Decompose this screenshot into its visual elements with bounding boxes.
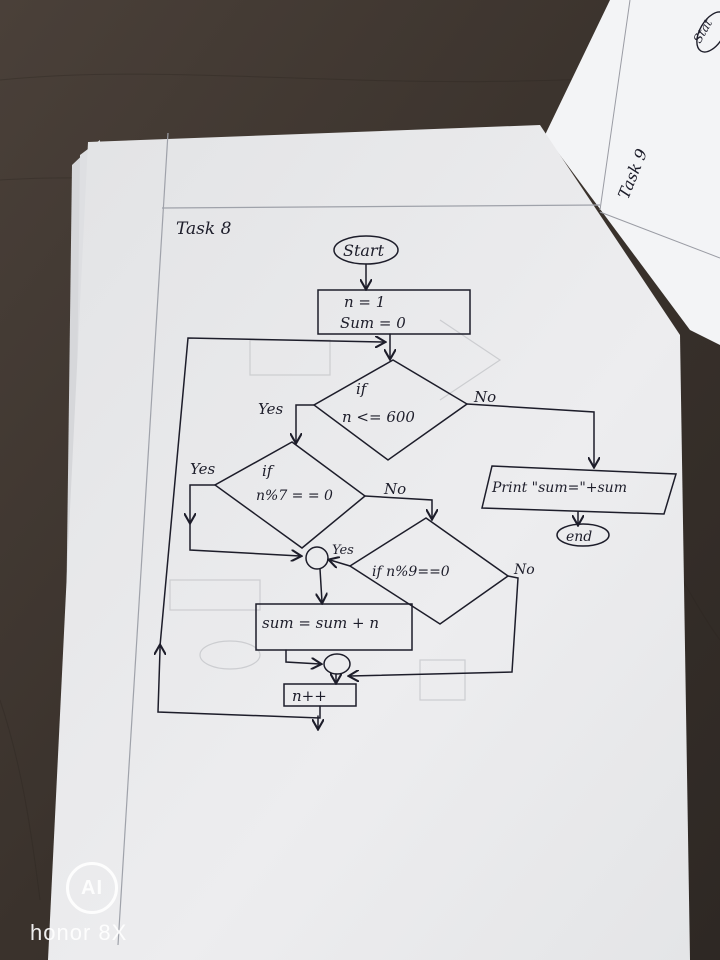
cond1-if: if xyxy=(356,380,369,398)
cond3-no: No xyxy=(513,562,535,578)
side-page: Task 9 Stat xyxy=(545,0,720,345)
print-output-box xyxy=(481,465,677,515)
cond1-yes: Yes xyxy=(258,400,283,418)
paper-sheet xyxy=(48,125,690,960)
watermark-brand: honor 8X xyxy=(30,920,128,945)
task-title: Task 8 xyxy=(176,219,232,239)
arrow-cond2-no xyxy=(364,495,432,518)
ai-logo-icon: AI xyxy=(66,862,118,914)
end-terminal xyxy=(556,523,610,547)
cond2-expr: n%7 = = 0 xyxy=(256,488,333,504)
increment-text: n++ xyxy=(292,687,327,705)
arrow-sum-to-junction xyxy=(285,649,320,664)
cond1-expr: n <= 600 xyxy=(342,408,415,426)
cond3-expr: if n%9==0 xyxy=(372,564,450,580)
print-text: Print "sum="+sum xyxy=(491,480,627,496)
init-process-box xyxy=(317,289,471,335)
flowchart xyxy=(157,235,677,728)
arrow-cond2-yes xyxy=(190,484,216,522)
loop-top-line xyxy=(159,338,384,647)
line-cond2-yes-to-junction xyxy=(189,521,300,556)
cond2-no: No xyxy=(383,480,406,498)
arrow-cond3-no xyxy=(350,575,519,676)
arrow-junction-to-sum xyxy=(320,568,322,602)
cond2-if: if xyxy=(262,462,275,480)
cond2-yes: Yes xyxy=(190,460,215,478)
decision-n-mod-9 xyxy=(348,517,510,625)
cond3-yes: Yes xyxy=(332,543,354,558)
side-page-start-oval xyxy=(696,11,720,53)
flowchart-labels: Start n = 1 Sum = 0 if n <= 600 Yes No P… xyxy=(190,241,627,705)
arrow-cond3-yes xyxy=(330,560,351,566)
decision-n-mod-7 xyxy=(213,441,367,549)
cond1-no: No xyxy=(473,388,496,406)
arrow-cond1-no xyxy=(466,403,594,466)
end-label: end xyxy=(566,529,592,545)
junction-connector-1 xyxy=(305,546,329,570)
sum-step-text: sum = sum + n xyxy=(262,614,379,632)
arrow-cond1-yes xyxy=(296,404,315,442)
loop-back-line xyxy=(157,649,321,719)
decision-n-le-600 xyxy=(312,359,469,461)
camera-watermark: AI honor 8X xyxy=(30,862,128,946)
init-line2: Sum = 0 xyxy=(340,314,406,332)
init-line1: n = 1 xyxy=(344,293,385,311)
sum-process-box xyxy=(255,603,413,651)
start-label: Start xyxy=(343,241,385,260)
